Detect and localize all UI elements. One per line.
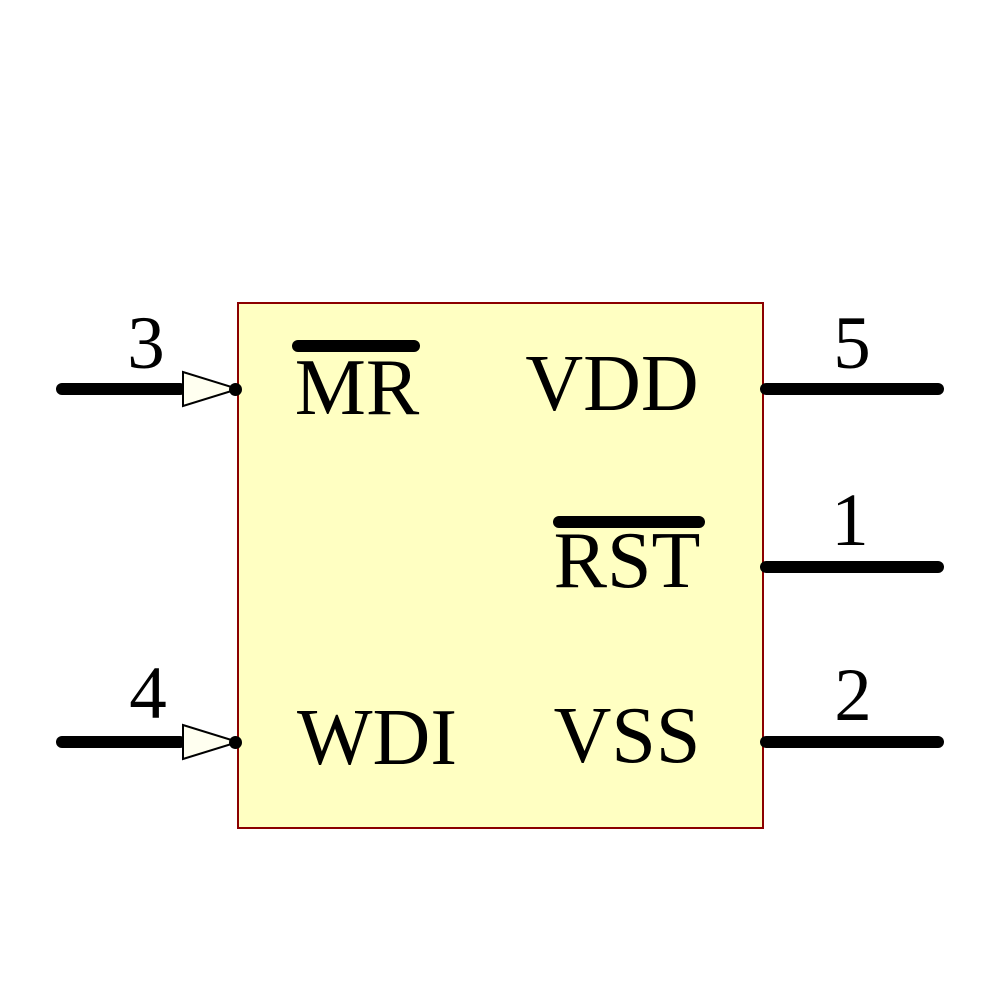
pin-2-number: 2 bbox=[834, 654, 872, 737]
pin-4-connection-dot bbox=[229, 736, 242, 749]
pin-4-number: 4 bbox=[129, 652, 167, 735]
pin-3-input-arrow-icon bbox=[182, 370, 242, 408]
pin-5-wire bbox=[760, 383, 944, 395]
pin-1-wire bbox=[760, 561, 944, 573]
rst-overline-bar bbox=[553, 516, 705, 528]
pin-3-wire bbox=[56, 383, 186, 395]
pin-2-wire bbox=[760, 736, 944, 748]
pin-3-number: 3 bbox=[127, 302, 165, 385]
pin-4-wire bbox=[56, 736, 186, 748]
ic-body bbox=[237, 302, 764, 829]
mr-overline-bar bbox=[292, 340, 420, 352]
pin-wdi-label: WDI bbox=[297, 694, 457, 782]
pin-mr-label: MR bbox=[294, 344, 420, 432]
pin-1-number: 1 bbox=[831, 479, 869, 562]
pin-vss-label: VSS bbox=[553, 692, 701, 780]
pin-4-input-arrow-icon bbox=[182, 723, 242, 761]
pin-rst-label: RST bbox=[553, 517, 701, 605]
pin-3-connection-dot bbox=[229, 383, 242, 396]
pin-5-number: 5 bbox=[833, 302, 871, 385]
pin-vdd-label: VDD bbox=[525, 340, 699, 428]
